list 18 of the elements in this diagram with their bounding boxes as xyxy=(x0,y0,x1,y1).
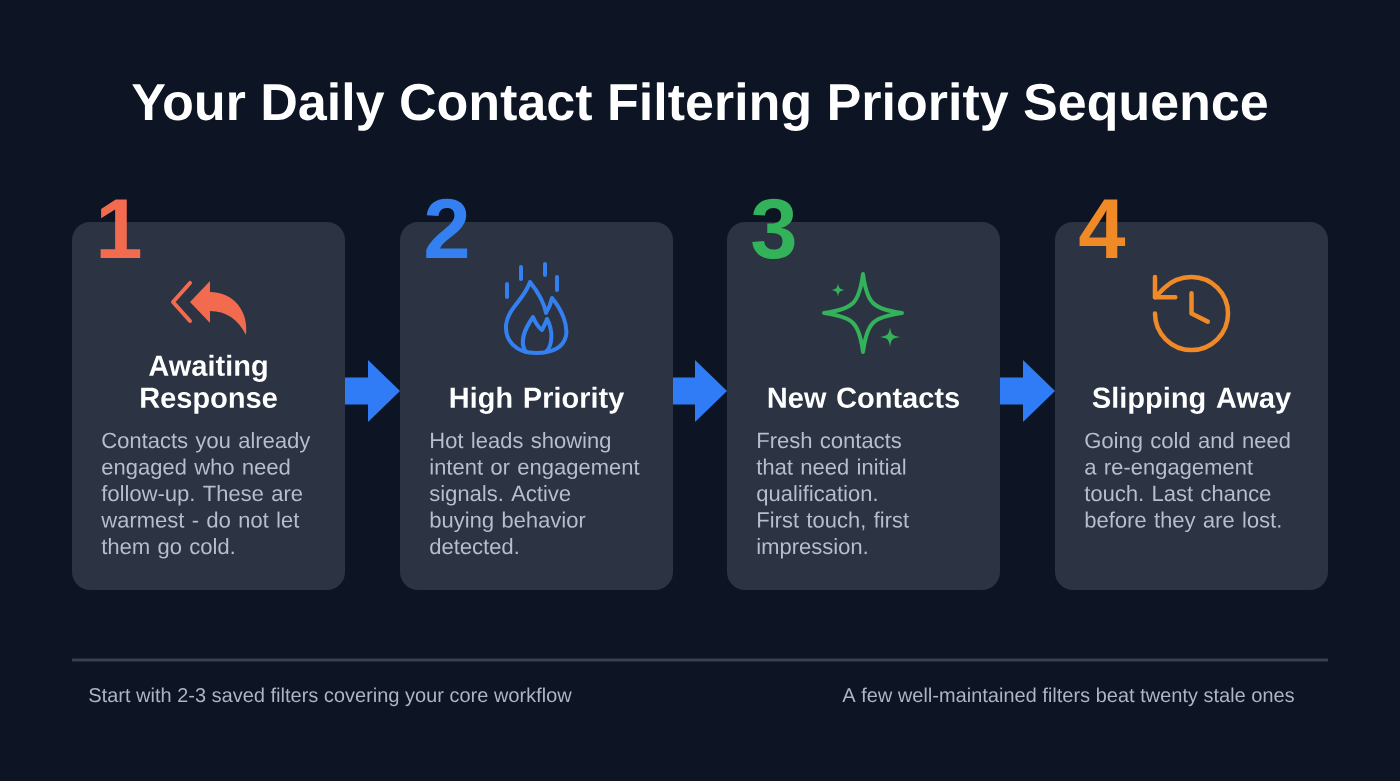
title: Your Daily Contact Filtering Priority Sequence xyxy=(132,82,1267,131)
step-description: Going cold and need a re-engagement touch. Last chance before they are lost. xyxy=(1084,432,1290,533)
step-heading: Awaiting Response xyxy=(141,354,277,414)
footer-note: Start with 2-3 saved filters covering your core workflow xyxy=(89,687,572,707)
step-number: 1 xyxy=(100,199,141,258)
flow-arrow xyxy=(1000,360,1055,422)
step-description: Fresh contacts that need initial qualification. First touch, first impression. xyxy=(756,432,909,559)
flow-arrow xyxy=(345,360,400,422)
step-description: Contacts you already engaged who need follow-up. These are warmest - do not let them go cold. xyxy=(101,432,311,559)
flow-arrow xyxy=(673,360,727,422)
footer-note: A few well-maintained filters beat twenty stale ones xyxy=(842,687,1294,707)
step-description: Hot leads showing intent or engagement signals. Active buying behavior detected. xyxy=(429,432,640,555)
step-number: 4 xyxy=(1079,199,1126,258)
step-heading: High Priority xyxy=(450,386,625,414)
step-number: 2 xyxy=(426,198,468,258)
step-number: 3 xyxy=(752,198,795,259)
step-heading: Slipping Away xyxy=(1092,386,1292,414)
step-heading: New Contacts xyxy=(768,387,959,408)
